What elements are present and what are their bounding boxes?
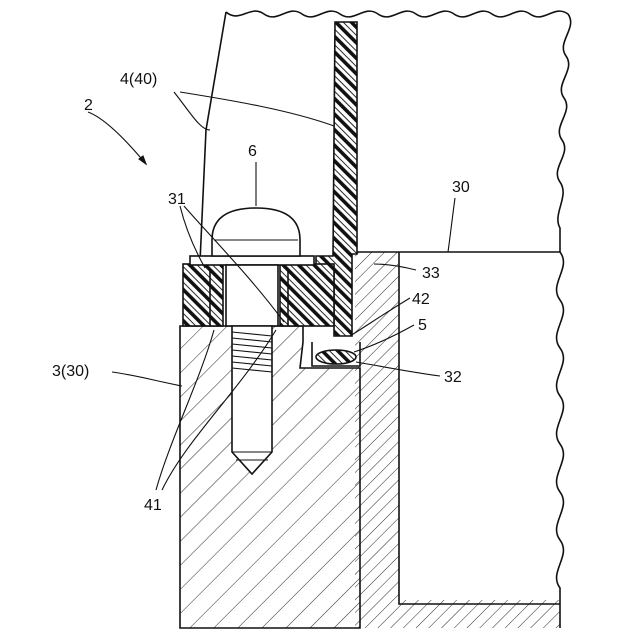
label-seal: 5 <box>418 317 427 334</box>
label-rib: 33 <box>422 265 440 282</box>
label-collar: 31 <box>168 191 186 208</box>
label-lip: 42 <box>412 291 430 308</box>
label-screw: 6 <box>248 143 257 160</box>
label-assembly: 2 <box>84 97 93 114</box>
wall-housing <box>355 252 563 628</box>
label-panel: 30 <box>452 179 470 196</box>
label-groove: 32 <box>444 369 462 386</box>
label-base: 3(30) <box>52 363 89 380</box>
label-cover: 4(40) <box>120 71 157 88</box>
seal-groove <box>312 342 360 366</box>
label-bushings: 41 <box>144 497 162 514</box>
